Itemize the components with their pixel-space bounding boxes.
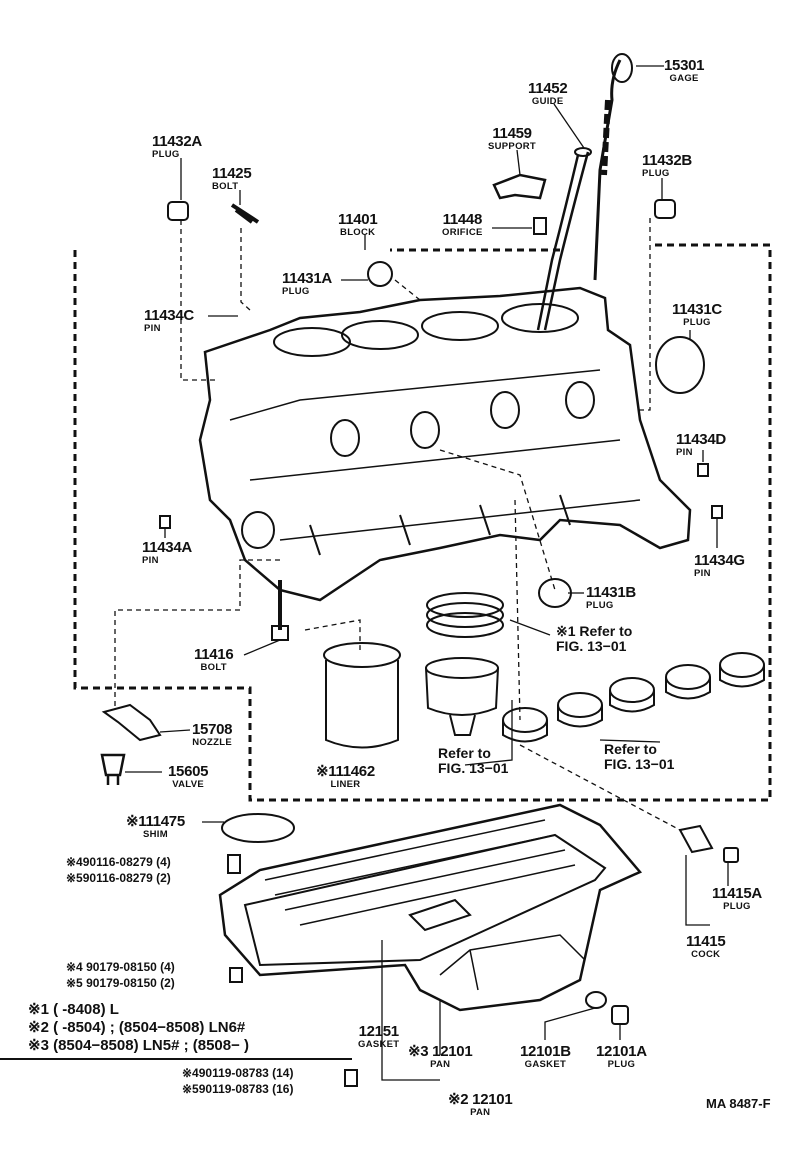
- footnote-2: ※2 ( -8504) ; (8504−8508) LN6#: [28, 1019, 246, 1036]
- liner: [323, 642, 401, 668]
- cylinder-block: [198, 286, 692, 602]
- fastener-90119-14: ※490119-08783 (14): [182, 1066, 294, 1080]
- oil-pan: [218, 803, 643, 1012]
- footnote-1: ※1 ( -8408) L: [28, 1001, 119, 1018]
- fastener-90116-4: ※490116-08279 (4): [66, 855, 171, 869]
- footnote-3: ※3 (8504−8508) LN5# ; (8508− ): [28, 1037, 250, 1054]
- footnote-divider: [0, 1058, 352, 1060]
- dipstick-gage: [593, 59, 622, 281]
- support-bracket: [492, 173, 547, 200]
- fastener-90116-2: ※590116-08279 (2): [66, 871, 171, 885]
- fastener-90119-16: ※590119-08783 (16): [182, 1082, 294, 1096]
- fastener-90179-4: ※4 90179-08150 (4): [66, 960, 175, 974]
- block-enclosure-dashed: [73, 243, 772, 802]
- fastener-90179-2: ※5 90179-08150 (2): [66, 976, 175, 990]
- diagram-code: MA 8487-F: [706, 1096, 771, 1111]
- bearings: [502, 652, 765, 743]
- dipstick-guide: [536, 151, 590, 331]
